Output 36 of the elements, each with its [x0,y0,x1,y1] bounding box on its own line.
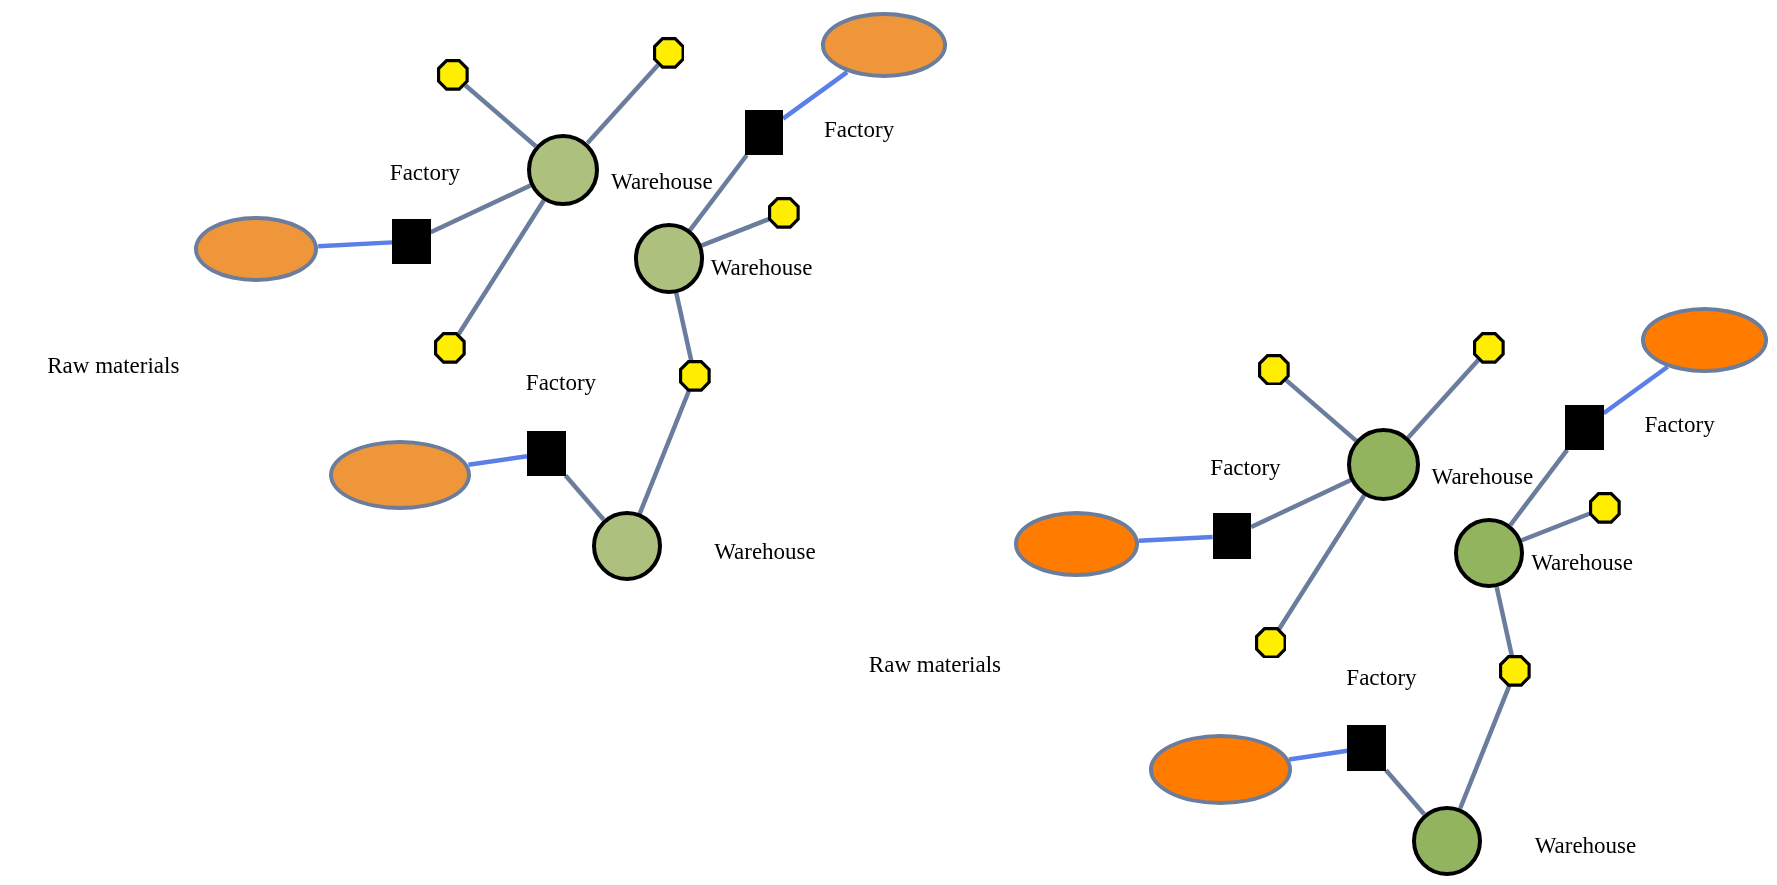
region-label: Raw materials [47,353,180,377]
factory-square [744,109,784,156]
connector-line [1277,494,1367,631]
customer-octagon [1473,332,1505,364]
connector-line [318,240,393,249]
customer-octagon [434,332,466,364]
connector-line [1602,364,1669,416]
region-label: Raw materials [868,652,1002,676]
connector-line [1406,358,1481,440]
customer-octagon [437,58,470,91]
customer-octagon [652,37,685,70]
customer-octagon [1588,491,1621,524]
connector-line [468,453,528,467]
factory-square [1565,404,1604,450]
connector-line [674,292,694,362]
customer-octagon [678,360,711,393]
connector-line [1288,748,1348,762]
connector-line [1508,448,1569,527]
connector-line [429,183,532,235]
customer-octagon [768,197,801,229]
connector-line [1138,534,1213,544]
connector-line [1284,378,1358,443]
connector-line [463,83,538,148]
factory-square [1347,725,1386,771]
customer-octagon [1254,626,1287,659]
customer-octagon [1257,353,1290,386]
connector-line [688,153,749,232]
connector-line [1494,586,1514,656]
connector-line [1384,768,1426,816]
connector-line [456,199,546,336]
connector-line [585,63,660,145]
factory-square [1212,513,1252,559]
factory-square [392,218,431,265]
connector-line [563,474,606,522]
customer-octagon [1499,655,1532,687]
factory-square [526,430,566,476]
